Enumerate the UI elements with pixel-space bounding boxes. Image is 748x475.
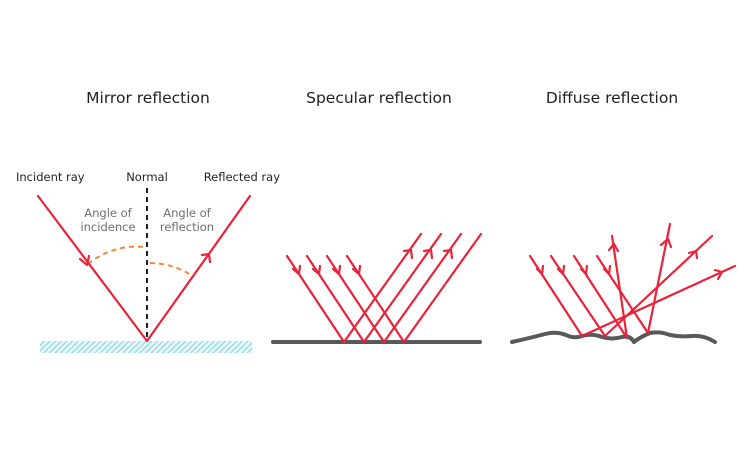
incident-ray-arrowhead — [78, 254, 91, 267]
diffuse-reflection-title: Diffuse reflection — [546, 89, 678, 107]
diffuse-reflected-ray-2 — [646, 222, 672, 335]
diffuse-incident-ray-1 — [528, 254, 584, 338]
angle-of-incidence-label-line1: Angle of — [84, 206, 132, 220]
angle-of-reflection-label-line2: reflection — [160, 220, 214, 234]
specular-incident-arrowhead-3 — [331, 264, 342, 276]
diffuse-reflected-arrowhead-4 — [713, 268, 724, 281]
diffuse-incident-ray-4 — [595, 254, 650, 335]
diffuse-incident-ray-3 — [572, 254, 629, 340]
reflected-ray — [145, 194, 252, 343]
diffuse-reflected-arrowhead-3 — [687, 249, 699, 260]
specular-reflected-ray-3 — [382, 232, 463, 344]
reflected-ray-label: Reflected ray — [204, 170, 281, 184]
incident-ray — [36, 194, 149, 343]
specular-reflected-arrowhead-2 — [422, 248, 434, 260]
angle-of-reflection-label-line1: Angle of — [163, 206, 211, 220]
mirror-reflection-title: Mirror reflection — [86, 89, 210, 107]
angle-of-reflection-arc — [149, 262, 195, 278]
diffuse-incident-arrowhead-1 — [535, 264, 545, 276]
reflected-ray-arrowhead — [200, 252, 212, 264]
specular-reflected-ray-4 — [402, 232, 483, 344]
specular-incident-arrowhead-4 — [351, 264, 362, 276]
diffuse-reflection-panel — [510, 222, 737, 344]
diffuse-reflected-ray-4 — [580, 264, 737, 338]
specular-reflected-arrowhead-1 — [402, 248, 414, 260]
specular-incident-arrowhead-1 — [291, 264, 302, 276]
mirror-surface — [40, 341, 252, 353]
specular-incident-arrowhead-2 — [311, 264, 322, 276]
specular-reflected-ray-1 — [342, 232, 423, 344]
specular-incident-ray-1 — [285, 254, 346, 344]
angle-of-incidence-arc — [87, 245, 146, 265]
diffuse-reflected-ray-1 — [610, 234, 629, 340]
mirror-reflection-panel: Incident ray Normal Reflected ray Angle … — [16, 170, 280, 353]
specular-reflection-panel — [271, 232, 483, 344]
diffuse-incident-arrowhead-4 — [602, 264, 612, 276]
diffuse-reflected-arrowhead-2 — [659, 237, 673, 249]
diffuse-incident-arrowhead-3 — [579, 264, 589, 276]
specular-reflected-ray-2 — [362, 232, 443, 344]
incident-ray-label: Incident ray — [16, 170, 85, 184]
specular-reflected-arrowhead-3 — [442, 248, 454, 260]
angle-of-incidence-label-line2: incidence — [80, 220, 135, 234]
diffuse-reflected-arrowhead-1 — [607, 242, 620, 253]
diffuse-incident-ray-2 — [549, 254, 607, 338]
diffuse-rough-surface — [510, 330, 717, 344]
diffuse-incident-arrowhead-2 — [556, 264, 566, 276]
specular-reflection-title: Specular reflection — [306, 89, 452, 107]
normal-label: Normal — [126, 170, 168, 184]
